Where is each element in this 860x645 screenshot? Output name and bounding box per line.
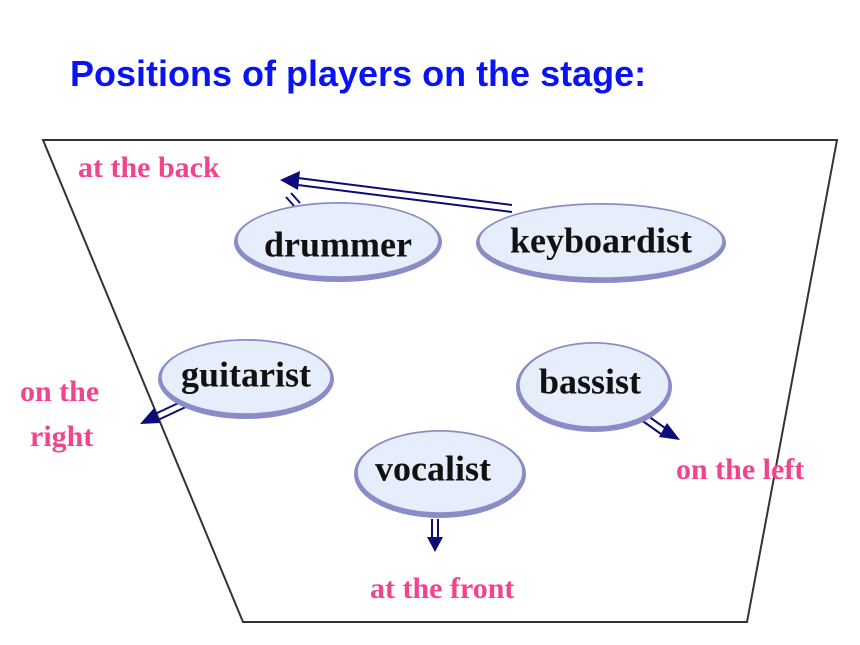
diagram-title: Positions of players on the stage: xyxy=(70,53,647,94)
player-bassist-label: bassist xyxy=(539,361,641,401)
player-keyboardist: keyboardist xyxy=(476,203,726,283)
player-bassist: bassist xyxy=(516,342,672,432)
player-keyboardist-label: keyboardist xyxy=(510,220,692,260)
label-on-the-right-line1: on the xyxy=(20,375,99,408)
player-drummer: drummer xyxy=(234,202,442,282)
arrow-vocalist-front xyxy=(427,519,443,552)
label-at-the-front: at the front xyxy=(370,572,514,605)
arrow-keyboardist-back xyxy=(280,171,513,213)
player-drummer-label: drummer xyxy=(264,224,412,264)
label-on-the-right-line2: right xyxy=(30,420,93,453)
player-guitarist-label: guitarist xyxy=(181,354,311,394)
player-vocalist-label: vocalist xyxy=(375,448,491,488)
player-guitarist: guitarist xyxy=(158,339,334,419)
label-at-the-back: at the back xyxy=(78,151,220,184)
label-on-the-left: on the left xyxy=(676,453,804,486)
player-vocalist: vocalist xyxy=(354,430,526,518)
arrow-drummer-back xyxy=(285,192,301,208)
